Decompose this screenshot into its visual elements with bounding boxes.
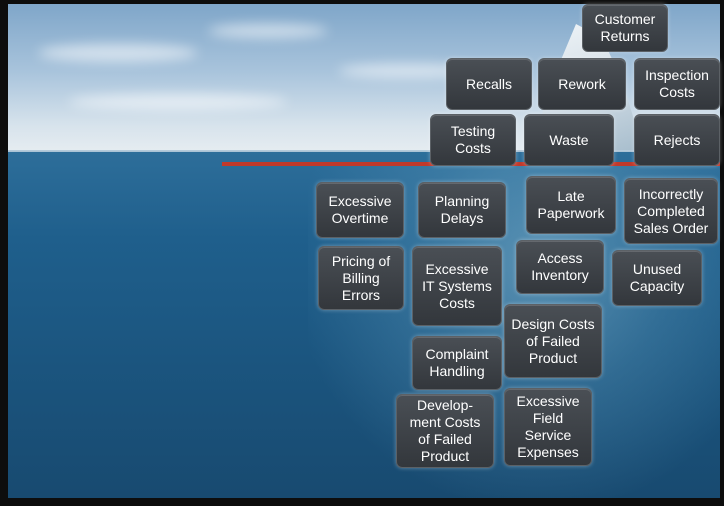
box-rejects: Rejects bbox=[634, 114, 720, 166]
box-rework: Rework bbox=[538, 58, 626, 110]
cloud bbox=[68, 94, 288, 110]
box-unused-capacity: Unused Capacity bbox=[612, 250, 702, 306]
box-label: Excessive Overtime bbox=[328, 193, 392, 226]
box-late-paperwork: Late Paperwork bbox=[526, 176, 616, 234]
box-label: Unused Capacity bbox=[629, 261, 685, 294]
box-label: Excessive IT Systems Costs bbox=[422, 260, 492, 311]
box-excessive-overtime: Excessive Overtime bbox=[316, 182, 404, 238]
box-recalls: Recalls bbox=[446, 58, 532, 110]
box-design-costs-failed-product: Design Costs of Failed Product bbox=[504, 304, 602, 378]
box-excessive-field-service-expenses: Excessive Field Service Expenses bbox=[504, 388, 592, 466]
box-label: Waste bbox=[549, 131, 589, 148]
box-label: Pricing of Billing Errors bbox=[331, 252, 391, 303]
box-planning-delays: Planning Delays bbox=[418, 182, 506, 238]
box-pricing-billing-errors: Pricing of Billing Errors bbox=[318, 246, 404, 310]
box-development-costs-failed-product: Develop- ment Costs of Failed Product bbox=[396, 394, 494, 468]
box-label: Rework bbox=[558, 75, 606, 92]
box-label: Design Costs of Failed Product bbox=[511, 315, 595, 366]
box-inspection-costs: Inspection Costs bbox=[634, 58, 720, 110]
box-label: Planning Delays bbox=[434, 193, 490, 226]
box-customer-returns: Customer Returns bbox=[582, 4, 668, 52]
box-waste: Waste bbox=[524, 114, 614, 166]
box-label: Inspection Costs bbox=[645, 67, 709, 100]
cloud bbox=[38, 44, 198, 62]
box-label: Testing Costs bbox=[450, 123, 496, 156]
box-label: Late Paperwork bbox=[537, 188, 605, 221]
box-complaint-handling: Complaint Handling bbox=[412, 336, 502, 390]
box-testing-costs: Testing Costs bbox=[430, 114, 516, 166]
cloud bbox=[208, 24, 328, 38]
box-label: Incorrectly Completed Sales Order bbox=[633, 185, 709, 236]
cloud bbox=[338, 64, 478, 78]
box-label: Develop- ment Costs of Failed Product bbox=[409, 397, 481, 464]
box-incorrectly-completed-sales-order: Incorrectly Completed Sales Order bbox=[624, 178, 718, 244]
box-label: Rejects bbox=[653, 131, 701, 148]
box-label: Excessive Field Service Expenses bbox=[516, 393, 580, 460]
box-excessive-it-systems-costs: Excessive IT Systems Costs bbox=[412, 246, 502, 326]
box-access-inventory: Access Inventory bbox=[516, 240, 604, 294]
box-label: Access Inventory bbox=[531, 250, 589, 283]
box-label: Customer Returns bbox=[594, 11, 656, 44]
box-label: Complaint Handling bbox=[425, 346, 489, 379]
box-label: Recalls bbox=[466, 75, 512, 92]
